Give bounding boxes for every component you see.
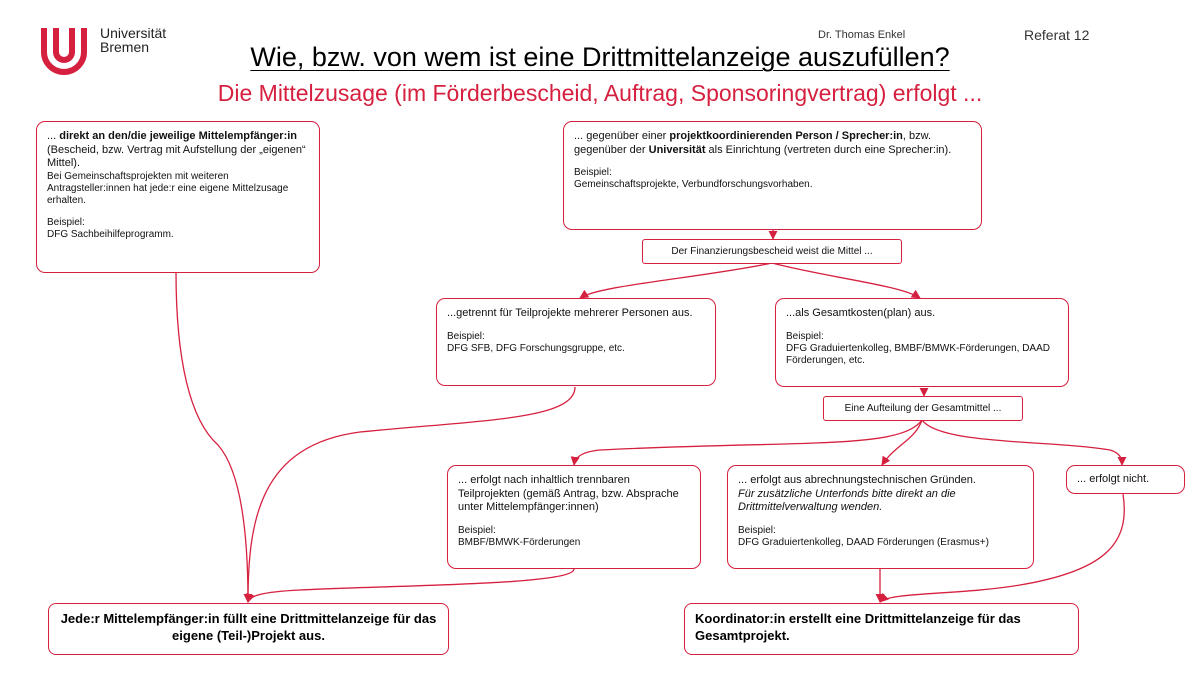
page-subtitle: Die Mittelzusage (im Förderbescheid, Auf… xyxy=(217,80,983,106)
connector-financing-to-total xyxy=(771,262,921,299)
box-direct-recipient: ... direkt an den/die jeweilige Mittelem… xyxy=(36,121,320,273)
connector-content-to-final-left xyxy=(246,568,575,603)
university-logo-icon xyxy=(41,28,87,75)
connector-split-to-none xyxy=(921,419,1127,466)
box-separate-subprojects: ...getrennt für Teilprojekte mehrerer Pe… xyxy=(436,298,716,386)
box-content-split: ... erfolgt nach inhaltlich trennbaren T… xyxy=(447,465,701,569)
connector-direct-to-final-left xyxy=(175,271,253,603)
connector-financing-to-separate xyxy=(579,262,773,299)
page-title: Wie, bzw. von wem ist eine Drittmittelan… xyxy=(250,42,950,72)
connector-split-to-technical xyxy=(881,419,923,466)
final-right-coordinator: Koordinator:in erstellt eine Drittmittel… xyxy=(684,603,1079,655)
label-split-of-funds: Eine Aufteilung der Gesamtmittel ... xyxy=(823,396,1023,421)
box-technical-split: ... erfolgt aus abrechnungstechnischen G… xyxy=(727,465,1034,569)
box-coordinating-person: ... gegenüber einer projektkoordinierend… xyxy=(563,121,982,230)
author-name: Dr. Thomas Enkel xyxy=(818,29,906,41)
final-left-each-recipient: Jede:r Mittelempfänger:in füllt eine Dri… xyxy=(48,603,449,655)
label-financing-decision: Der Finanzierungsbescheid weist die Mitt… xyxy=(642,239,902,264)
box-no-split: ... erfolgt nicht. xyxy=(1066,465,1185,494)
connector-split-to-content xyxy=(570,419,923,466)
box-total-costs: ...als Gesamtkosten(plan) aus. Beispiel:… xyxy=(775,298,1069,387)
slide-label: Referat 12 xyxy=(1024,27,1090,43)
connector-separate-to-final-left xyxy=(243,386,576,603)
university-name: Universität Bremen xyxy=(100,25,167,55)
connector-none-to-final-right xyxy=(879,493,1125,603)
